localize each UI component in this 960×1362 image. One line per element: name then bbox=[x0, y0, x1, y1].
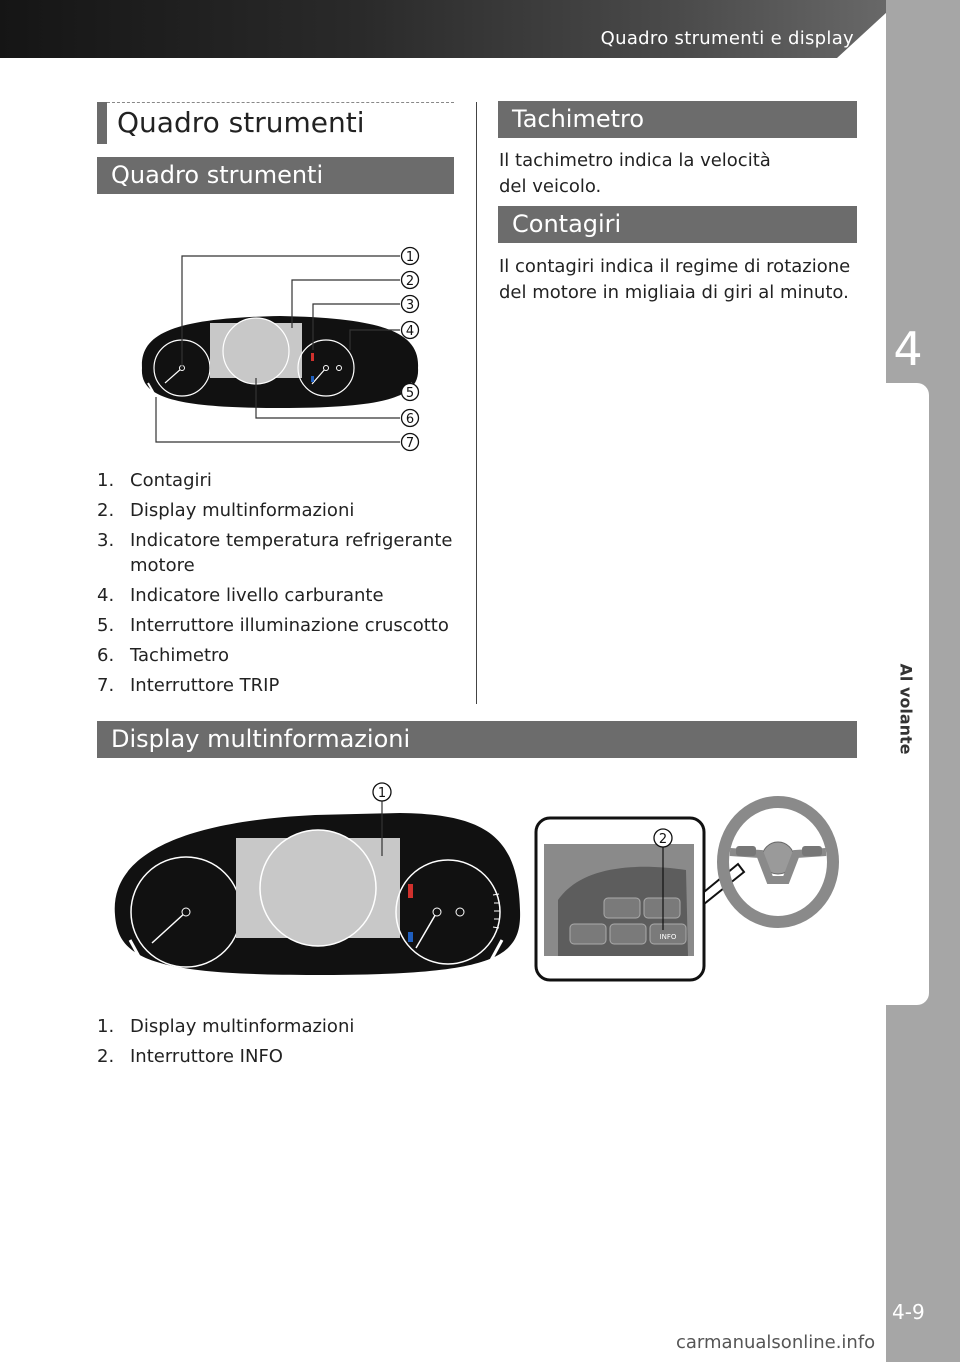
display-figure: INFO 2 1 bbox=[114, 782, 839, 982]
column-divider bbox=[476, 102, 477, 704]
heading-rule bbox=[107, 102, 454, 103]
callout-7: 7 bbox=[406, 436, 414, 451]
callout-6: 6 bbox=[406, 412, 414, 427]
header-title: Quadro strumenti e display bbox=[600, 28, 854, 49]
contagiri-text: Il contagiri indica il regime di rotazio… bbox=[499, 256, 851, 303]
list-item: 5.Interruttore illuminazione cruscotto bbox=[97, 615, 449, 636]
contagiri-heading: Contagiri bbox=[498, 206, 857, 243]
list-item: 4.Indicatore livello carburante bbox=[97, 585, 384, 606]
subsection-heading: Quadro strumenti bbox=[97, 157, 454, 194]
instrument-cluster-figure: 1 2 3 4 5 6 7 bbox=[141, 246, 420, 452]
tachimetro-heading: Tachimetro bbox=[498, 101, 857, 138]
chapter-tab[interactable] bbox=[886, 383, 929, 1005]
tachimetro-text: Il tachimetro indica la velocità del vei… bbox=[499, 150, 771, 197]
display-legend-list: 1.Display multinformazioni 2.Interruttor… bbox=[97, 1014, 457, 1074]
cluster-legend-list: 1.Contagiri 2.Display multinformazioni 3… bbox=[97, 468, 457, 703]
display-heading: Display multinformazioni bbox=[97, 721, 857, 758]
info-switch-label: INFO bbox=[660, 933, 677, 941]
callout-4: 4 bbox=[406, 324, 414, 339]
header-bar bbox=[0, 0, 900, 58]
section-heading: Quadro strumenti bbox=[97, 102, 454, 144]
heading-marker bbox=[97, 102, 107, 144]
page-number: 4-9 bbox=[892, 1300, 925, 1324]
list-item: 3.Indicatore temperatura refrigerante mo… bbox=[97, 530, 453, 576]
list-item: 2.Display multinformazioni bbox=[97, 500, 355, 521]
chapter-number: 4 bbox=[893, 322, 923, 376]
callout-1: 1 bbox=[406, 250, 414, 265]
section-title: Quadro strumenti bbox=[117, 106, 365, 139]
callout-1: 1 bbox=[378, 786, 386, 801]
list-item: 6.Tachimetro bbox=[97, 645, 230, 666]
list-item: 7.Interruttore TRIP bbox=[97, 675, 280, 696]
list-item: 1.Display multinformazioni bbox=[97, 1016, 355, 1037]
callout-5: 5 bbox=[406, 386, 414, 401]
watermark: carmanualsonline.info bbox=[676, 1332, 876, 1353]
callout-3: 3 bbox=[406, 298, 414, 313]
callout-2: 2 bbox=[659, 832, 667, 847]
list-item: 1.Contagiri bbox=[97, 470, 212, 491]
list-item: 2.Interruttore INFO bbox=[97, 1046, 283, 1067]
callout-2: 2 bbox=[406, 274, 414, 289]
chapter-label: Al volante bbox=[896, 663, 916, 755]
